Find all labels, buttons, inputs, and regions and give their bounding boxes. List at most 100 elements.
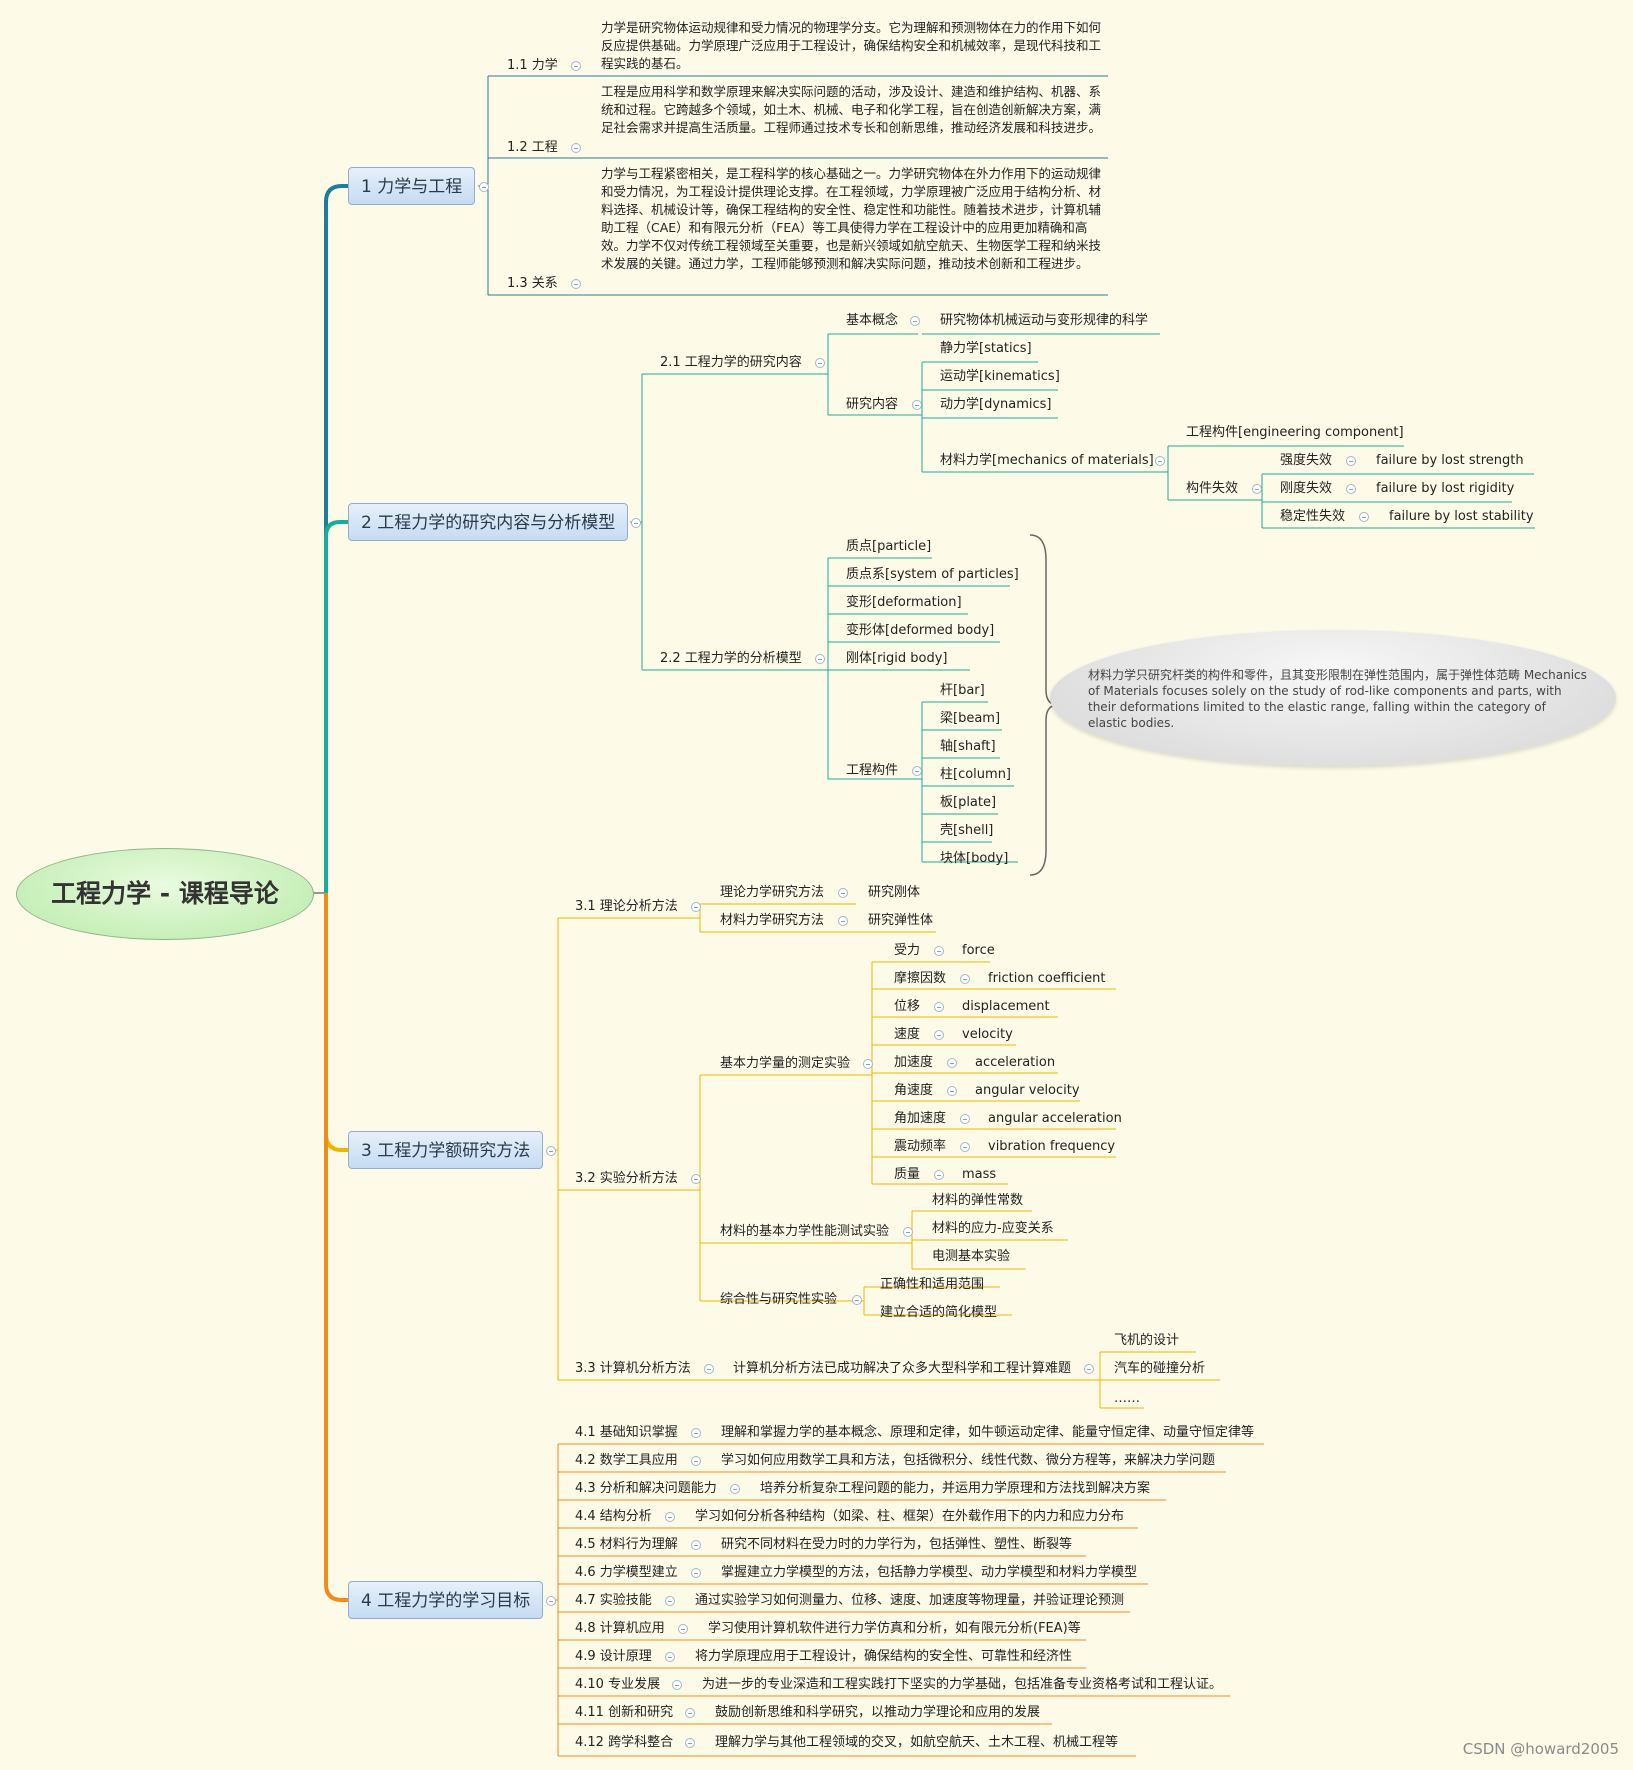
collapse-icon[interactable] (815, 654, 825, 664)
root-topic[interactable]: 工程力学 - 课程导论 (16, 848, 314, 940)
quantity-velocity[interactable]: 速度 (894, 1027, 921, 1042)
collapse-icon[interactable] (863, 1059, 873, 1069)
collapse-icon[interactable] (546, 1146, 556, 1156)
goal-4-12[interactable]: 4.12 跨学科整合 (575, 1735, 674, 1750)
component-plate[interactable]: 板[plate] (940, 795, 997, 810)
research-content[interactable]: 研究内容 (846, 397, 899, 412)
component-failure[interactable]: 构件失效 (1186, 481, 1239, 496)
collapse-icon[interactable] (685, 1708, 695, 1718)
electrical-measurement[interactable]: 电测基本实验 (932, 1249, 1011, 1264)
topic-3-2-experiment-method[interactable]: 3.2 实验分析方法 (575, 1171, 678, 1186)
goal-4-11[interactable]: 4.11 创新和研究 (575, 1705, 674, 1720)
collapse-icon[interactable] (691, 1540, 701, 1550)
engineering-component[interactable]: 工程构件[engineering component] (1186, 425, 1404, 440)
collapse-icon[interactable] (960, 1142, 970, 1152)
collapse-icon[interactable] (934, 1030, 944, 1040)
statics[interactable]: 静力学[statics] (940, 341, 1032, 356)
collapse-icon[interactable] (903, 1227, 913, 1237)
collapse-icon[interactable] (665, 1596, 675, 1606)
collapse-icon[interactable] (691, 1456, 701, 1466)
collapse-icon[interactable] (672, 1680, 682, 1690)
mechanics-of-materials[interactable]: 材料力学[mechanics of materials] (940, 453, 1154, 468)
comprehensive-experiment[interactable]: 综合性与研究性实验 (720, 1292, 838, 1307)
quantity-acceleration[interactable]: 加速度 (894, 1055, 934, 1070)
collapse-icon[interactable] (678, 1624, 688, 1634)
collapse-icon[interactable] (1252, 484, 1262, 494)
topic-mechanics-and-engineering[interactable]: 1 力学与工程 (348, 167, 476, 205)
collapse-icon[interactable] (852, 1295, 862, 1305)
dynamics[interactable]: 动力学[dynamics] (940, 397, 1052, 412)
elastic-constants[interactable]: 材料的弹性常数 (932, 1193, 1024, 1208)
model-system-of-particles[interactable]: 质点系[system of particles] (846, 567, 1019, 582)
component-bar[interactable]: 杆[bar] (940, 683, 985, 698)
goal-4-7[interactable]: 4.7 实验技能 (575, 1593, 652, 1608)
collapse-icon[interactable] (1346, 484, 1356, 494)
collapse-icon[interactable] (730, 1484, 740, 1494)
goal-4-5[interactable]: 4.5 材料行为理解 (575, 1537, 678, 1552)
collapse-icon[interactable] (546, 1596, 556, 1606)
collapse-icon[interactable] (571, 143, 581, 153)
collapse-icon[interactable] (1084, 1364, 1094, 1374)
topic-1-2-engineering[interactable]: 1.2 工程 (507, 140, 558, 155)
goal-4-1[interactable]: 4.1 基础知识掌握 (575, 1425, 678, 1440)
collapse-icon[interactable] (960, 1114, 970, 1124)
topic-2-2-analysis-models[interactable]: 2.2 工程力学的分析模型 (660, 651, 802, 666)
topic-learning-goals[interactable]: 4 工程力学的学习目标 (348, 1581, 544, 1619)
component-shaft[interactable]: 轴[shaft] (940, 739, 996, 754)
strength-failure[interactable]: 强度失效 (1280, 453, 1333, 468)
correctness-and-scope[interactable]: 正确性和适用范围 (880, 1277, 985, 1292)
collapse-icon[interactable] (571, 61, 581, 71)
theoretical-mechanics-method[interactable]: 理论力学研究方法 (720, 885, 825, 900)
quantity-friction[interactable]: 摩擦因数 (894, 971, 947, 986)
collapse-icon[interactable] (571, 279, 581, 289)
simplified-model[interactable]: 建立合适的简化模型 (880, 1305, 998, 1320)
component-column[interactable]: 柱[column] (940, 767, 1011, 782)
collapse-icon[interactable] (947, 1086, 957, 1096)
collapse-icon[interactable] (479, 182, 489, 192)
collapse-icon[interactable] (691, 1568, 701, 1578)
collapse-icon[interactable] (934, 1170, 944, 1180)
goal-4-4[interactable]: 4.4 结构分析 (575, 1509, 652, 1524)
goal-4-6[interactable]: 4.6 力学模型建立 (575, 1565, 678, 1580)
topic-research-methods[interactable]: 3 工程力学额研究方法 (348, 1131, 544, 1169)
basic-concept[interactable]: 基本概念 (846, 313, 899, 328)
collapse-icon[interactable] (934, 1002, 944, 1012)
quantity-displacement[interactable]: 位移 (894, 999, 921, 1014)
topic-1-3-relation[interactable]: 1.3 关系 (507, 276, 558, 291)
quantity-angular-acceleration[interactable]: 角加速度 (894, 1111, 947, 1126)
collapse-icon[interactable] (838, 888, 848, 898)
model-deformation[interactable]: 变形[deformation] (846, 595, 962, 610)
collapse-icon[interactable] (691, 1428, 701, 1438)
collapse-icon[interactable] (665, 1652, 675, 1662)
goal-4-2[interactable]: 4.2 数学工具应用 (575, 1453, 678, 1468)
kinematics[interactable]: 运动学[kinematics] (940, 369, 1060, 384)
material-mechanics-method[interactable]: 材料力学研究方法 (720, 913, 825, 928)
stress-strain-relation[interactable]: 材料的应力-应变关系 (932, 1221, 1054, 1236)
collapse-icon[interactable] (910, 316, 920, 326)
collapse-icon[interactable] (947, 1058, 957, 1068)
collapse-icon[interactable] (934, 946, 944, 956)
collapse-icon[interactable] (912, 766, 922, 776)
computer-method-description[interactable]: 计算机分析方法已成功解决了众多大型科学和工程计算难题 (733, 1361, 1072, 1376)
topic-1-1-mechanics[interactable]: 1.1 力学 (507, 58, 558, 73)
collapse-icon[interactable] (691, 1174, 701, 1184)
collapse-icon[interactable] (1359, 512, 1369, 522)
topic-research-content-and-models[interactable]: 2 工程力学的研究内容与分析模型 (348, 503, 629, 541)
goal-4-10[interactable]: 4.10 专业发展 (575, 1677, 661, 1692)
collapse-icon[interactable] (665, 1512, 675, 1522)
collapse-icon[interactable] (1346, 456, 1356, 466)
collapse-icon[interactable] (631, 518, 641, 528)
quantity-force[interactable]: 受力 (894, 943, 921, 958)
material-property-experiment[interactable]: 材料的基本力学性能测试实验 (720, 1224, 890, 1239)
goal-4-3[interactable]: 4.3 分析和解决问题能力 (575, 1481, 717, 1496)
component-shell[interactable]: 壳[shell] (940, 823, 994, 838)
summary-callout[interactable] (1050, 630, 1616, 766)
goal-4-9[interactable]: 4.9 设计原理 (575, 1649, 652, 1664)
collapse-icon[interactable] (691, 902, 701, 912)
goal-4-8[interactable]: 4.8 计算机应用 (575, 1621, 665, 1636)
topic-2-1-research-content[interactable]: 2.1 工程力学的研究内容 (660, 355, 802, 370)
collapse-icon[interactable] (704, 1364, 714, 1374)
aircraft-design[interactable]: 飞机的设计 (1114, 1333, 1180, 1348)
quantity-angular-velocity[interactable]: 角速度 (894, 1083, 934, 1098)
collapse-icon[interactable] (815, 358, 825, 368)
